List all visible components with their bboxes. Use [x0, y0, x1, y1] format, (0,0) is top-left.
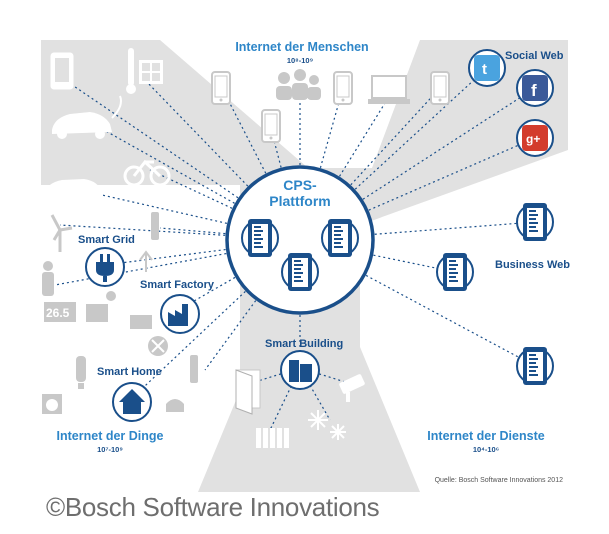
title-internet-menschen: Internet der Menschen [235, 40, 368, 54]
twitter-glyph: t [482, 61, 487, 78]
light-switch-icon [151, 212, 159, 240]
iot-devices-upper [44, 48, 171, 206]
right-white-sector [360, 150, 568, 492]
copyright-caption: ©Bosch Software Innovations [46, 492, 380, 522]
plug-icon [96, 254, 114, 282]
range-menschen: 10⁸-10⁹ [287, 56, 314, 65]
alarm-light-icon [166, 399, 184, 412]
smartphone-icon [333, 71, 353, 105]
smart-grid-badge [85, 247, 125, 287]
label-business-web: Business Web [495, 259, 570, 271]
smartphone-icon [430, 71, 450, 105]
people-devices [211, 69, 450, 143]
person-icon [42, 261, 54, 296]
google-plus-glyph: g+ [526, 132, 540, 146]
camera-icon [339, 374, 365, 402]
electric-car-icon [52, 95, 122, 139]
light-switch-home-icon [190, 355, 198, 383]
label-smart-grid: Smart Grid [78, 234, 135, 246]
facebook-icon: f [516, 69, 554, 107]
smart-meter-icon: 26.5 [44, 302, 76, 322]
radiator-icon [256, 428, 289, 448]
business-servers [436, 203, 554, 385]
server-icon [523, 203, 547, 241]
building-icon [289, 360, 312, 382]
server-icon [328, 219, 352, 257]
smart-building-badge [280, 350, 320, 390]
range-dinge: 10⁷-10⁹ [97, 445, 123, 454]
label-smart-building: Smart Building [265, 338, 343, 350]
google-plus-icon: g+ [516, 119, 554, 157]
solar-panel-icon [86, 291, 116, 322]
label-internet-dinge: Internet der Dinge [57, 429, 164, 443]
building-devices [235, 369, 365, 448]
smartphone-icon [261, 109, 281, 143]
tools-icon [148, 336, 168, 356]
label-internet-dienste: Internet der Dienste [427, 429, 544, 443]
lamp-icon [76, 356, 86, 389]
twitter-icon: t [468, 49, 506, 87]
meter-digits: 26.5 [46, 306, 70, 320]
building-sector [198, 318, 420, 492]
server-icon [443, 253, 467, 291]
label-smart-home: Smart Home [97, 366, 162, 378]
cps-platform-hub: CPS- Plattform [225, 165, 375, 315]
label-smart-factory: Smart Factory [140, 279, 215, 291]
washing-machine-icon [42, 394, 62, 414]
social-icons: t f g+ [468, 49, 554, 157]
left-upper-panel [41, 40, 240, 185]
thermometer-icon [126, 48, 136, 94]
bicycle-icon [123, 159, 171, 187]
smart-factory-badge [160, 294, 200, 334]
range-dienste: 10⁴-10⁶ [473, 445, 499, 454]
cps-line2: Plattform [269, 193, 330, 209]
label-social-web: Social Web [505, 50, 564, 62]
snowflake-icon [308, 410, 346, 440]
smart-home-badge [112, 382, 152, 422]
factory-icon [168, 304, 188, 326]
facebook-glyph: f [531, 81, 537, 100]
people-icon [276, 69, 321, 100]
cps-line1: CPS- [283, 177, 317, 193]
wind-turbine-icon [50, 214, 73, 252]
wind-gauge-icon [139, 250, 153, 272]
iot-devices-lower: 26.5 [42, 212, 198, 414]
box-icon [130, 315, 152, 329]
door-icon [235, 369, 261, 415]
house-icon [119, 389, 145, 414]
server-icon [248, 219, 272, 257]
server-icon [288, 253, 312, 291]
laptop-icon [368, 75, 410, 104]
smartphone-icon [211, 71, 231, 105]
car-icon [44, 179, 104, 206]
window-icon [139, 60, 163, 84]
smartphone-icon [50, 52, 74, 90]
source-note: Quelle: Bosch Software Innovations 2012 [435, 477, 564, 484]
server-icon [523, 347, 547, 385]
